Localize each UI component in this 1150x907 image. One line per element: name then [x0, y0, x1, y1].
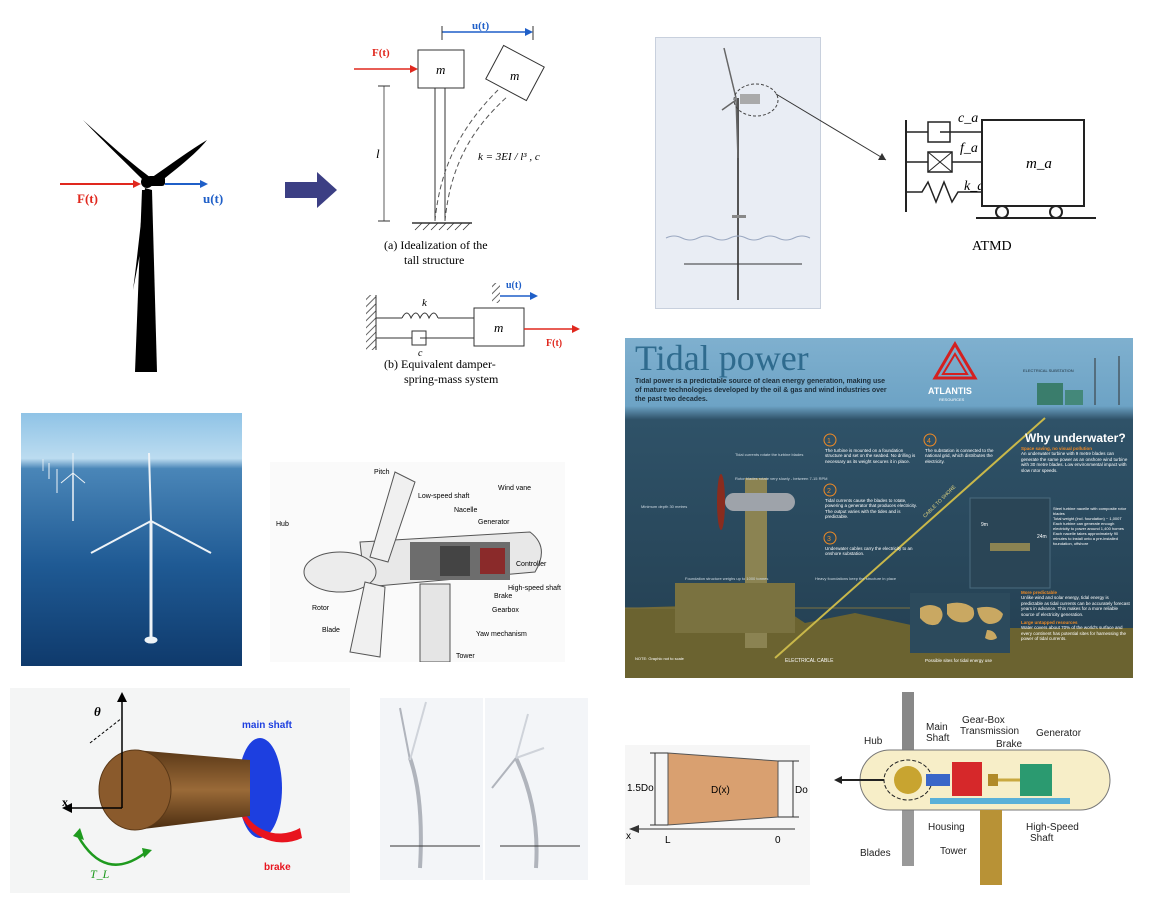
svg-text:Controller: Controller: [516, 561, 547, 568]
svg-text:Brake: Brake: [494, 593, 512, 600]
svg-text:(b) Equivalent damper-: (b) Equivalent damper-: [384, 357, 496, 371]
svg-text:Generator: Generator: [1036, 728, 1082, 739]
svg-text:Gearbox: Gearbox: [492, 607, 519, 614]
svg-text:4: 4: [927, 438, 931, 445]
right-arrow-icon: [285, 172, 337, 208]
turbine-silhouette: [83, 120, 207, 372]
stiffness-formula: k = 3EI / l³ , c: [478, 151, 540, 163]
svg-text:ELECTRICAL SUBSTATION: ELECTRICAL SUBSTATION: [1023, 368, 1074, 373]
mid-diameter-label: D(x): [711, 785, 730, 796]
svg-text:Why underwater?: Why underwater?: [1025, 431, 1126, 445]
tl-label: T_L: [90, 867, 110, 881]
svg-text:Hub: Hub: [864, 736, 883, 747]
atmd-title: ATMD: [972, 239, 1012, 254]
svg-text:Generator: Generator: [478, 519, 510, 526]
svg-text:Rotor: Rotor: [312, 605, 330, 612]
svg-text:m: m: [510, 68, 519, 83]
svg-text:Transmission: Transmission: [960, 726, 1019, 737]
nacelle-cutaway-panel: Pitch Low-speed shaft Wind vane Nacelle …: [270, 462, 565, 662]
svg-text:Gear-Box: Gear-Box: [962, 715, 1005, 726]
svg-text:24m: 24m: [1037, 534, 1047, 540]
svg-text:Tower: Tower: [940, 846, 967, 857]
right-diameter-label: Do: [795, 785, 808, 796]
sdof-idealization-panel: u(t) F(t) m l m k = 3EI / l³ , c (a) Ide…: [350, 18, 585, 393]
svg-text:Blade: Blade: [322, 627, 340, 634]
pointer-line: [775, 93, 887, 161]
svg-text:spring-mass system: spring-mass system: [404, 372, 499, 386]
svg-text:Foundation structure weighs up: Foundation structure weighs up to 1000 t…: [685, 576, 768, 581]
svg-text:ATLANTIS: ATLANTIS: [928, 386, 972, 396]
svg-text:m: m: [436, 62, 445, 77]
svg-text:3: 3: [827, 536, 831, 543]
brake-label: brake: [264, 862, 291, 873]
mass-block: [417, 49, 465, 89]
u-top-label: u(t): [472, 20, 489, 32]
shaft-brake-panel: θ x main shaft brake T_L: [10, 688, 350, 893]
svg-text:Wind vane: Wind vane: [498, 485, 531, 492]
svg-text:Nacelle: Nacelle: [454, 507, 477, 514]
tidal-title: Tidal power: [635, 338, 809, 378]
svg-text:RESOURCES: RESOURCES: [939, 397, 965, 402]
svg-text:Shaft: Shaft: [1030, 833, 1054, 844]
main-shaft-label: main shaft: [242, 720, 293, 731]
svg-text:F(t): F(t): [546, 338, 562, 349]
tidal-power-infographic: Tidal power Tidal power is a predictable…: [625, 338, 1133, 678]
svg-text:Hub: Hub: [276, 521, 289, 528]
svg-text:Main: Main: [926, 722, 948, 733]
svg-text:2: 2: [827, 488, 831, 495]
svg-text:Pitch: Pitch: [374, 469, 390, 476]
svg-text:Minimum depth 30 metres: Minimum depth 30 metres: [641, 504, 687, 509]
svg-text:Shaft: Shaft: [926, 733, 950, 744]
ma-label: m_a: [1026, 156, 1052, 172]
svg-text:Housing: Housing: [928, 822, 965, 833]
svg-text:u(t): u(t): [506, 280, 522, 291]
tapered-beam-panel: 1.5Do D(x) Do x L 0: [625, 745, 810, 885]
svg-text:1: 1: [827, 438, 831, 445]
ca-label: c_a: [958, 111, 978, 126]
svg-text:High-Speed: High-Speed: [1026, 822, 1079, 833]
svg-text:Yaw mechanism: Yaw mechanism: [476, 631, 527, 638]
x-label: x: [62, 795, 68, 809]
svg-text:l: l: [376, 146, 380, 161]
svg-text:Heavy foundations keep the str: Heavy foundations keep the structure in …: [815, 576, 897, 581]
svg-text:c: c: [418, 348, 423, 359]
f-top-label: F(t): [372, 47, 390, 59]
svg-text:L: L: [665, 835, 671, 846]
svg-text:Tidal currents rotate the turb: Tidal currents rotate the turbine blades: [735, 452, 803, 457]
svg-text:Brake: Brake: [996, 739, 1023, 750]
svg-text:tall structure: tall structure: [404, 253, 464, 267]
ka-label: k_a: [964, 179, 984, 194]
svg-text:Possible sites for tidal energ: Possible sites for tidal energy use: [925, 658, 993, 663]
svg-text:9m: 9m: [981, 522, 988, 528]
fa-label: f_a: [960, 141, 978, 156]
svg-text:m: m: [494, 320, 503, 335]
svg-text:(a) Idealization of the: (a) Idealization of the: [384, 238, 488, 252]
displacement-label: u(t): [203, 191, 223, 206]
drivetrain-panel: Hub Main Shaft Gear-Box Transmission Bra…: [830, 690, 1130, 890]
svg-text:Blades: Blades: [860, 848, 891, 859]
svg-text:Low-speed shaft: Low-speed shaft: [418, 493, 469, 500]
svg-text:ELECTRICAL CABLE: ELECTRICAL CABLE: [785, 658, 834, 664]
svg-text:Tower: Tower: [456, 653, 475, 660]
svg-text:0: 0: [775, 835, 781, 846]
offshore-wind-farm-photo: [21, 413, 242, 666]
force-label: F(t): [77, 191, 98, 206]
offshore-turbine-panel: [655, 37, 821, 309]
left-diameter-label: 1.5Do: [627, 783, 654, 794]
blade-deflection-panel: [380, 698, 588, 880]
atlantis-logo: [932, 341, 978, 380]
svg-text:High-speed shaft: High-speed shaft: [508, 585, 561, 592]
svg-text:x: x: [626, 831, 631, 842]
atmd-panel: c_a f_a k_a m_a ATMD: [900, 100, 1100, 260]
svg-text:Rotor blades rotate very slowl: Rotor blades rotate very slowly - betwee…: [735, 476, 827, 481]
tidal-intro: Tidal power is a predictable source of c…: [635, 378, 887, 403]
turbine-force-panel: F(t) u(t): [55, 110, 230, 380]
theta-label: θ: [94, 704, 101, 719]
svg-text:k: k: [422, 297, 428, 309]
svg-text:NOTE: Graphic not to scale: NOTE: Graphic not to scale: [635, 656, 685, 661]
